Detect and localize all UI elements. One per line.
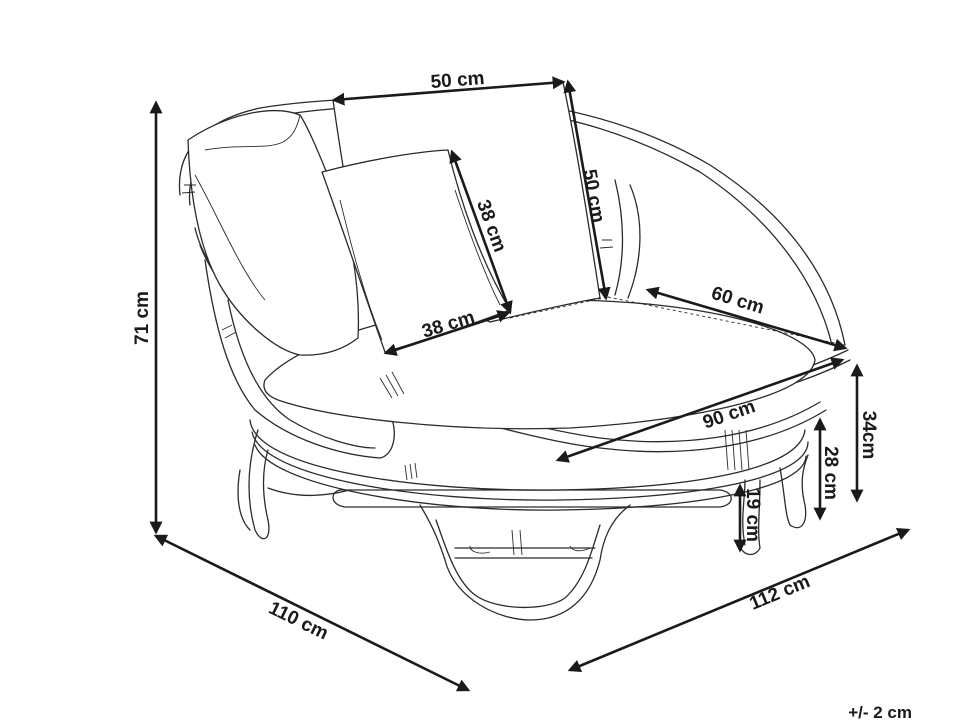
- dim-line-pillow-height: [449, 149, 513, 315]
- left-back-cushion: [187, 110, 360, 356]
- dim-line-back-cushion-width: [331, 76, 566, 106]
- label-seat-height-mid: 28 cm: [820, 446, 841, 500]
- label-seat-height-top: 34cm: [858, 411, 879, 460]
- dimension-lines: [149, 76, 911, 692]
- dim-line-width: [567, 527, 911, 673]
- dim-line-seat-depth: [645, 286, 848, 352]
- label-total-height: 71 cm: [132, 291, 153, 345]
- label-seat-depth: 60 cm: [709, 283, 767, 319]
- dim-line-back-cushion-height: [563, 79, 611, 301]
- dim-line-pillow-width: [383, 310, 511, 356]
- label-depth: 110 cm: [265, 598, 331, 645]
- label-width: 112 cm: [747, 571, 814, 615]
- dim-line-depth: [153, 534, 471, 692]
- label-base-height: 19 cm: [742, 488, 763, 542]
- label-back-cushion-width: 50 cm: [430, 68, 485, 93]
- label-tolerance: +/- 2 cm: [848, 703, 912, 722]
- dim-line-seat-diameter: [555, 357, 845, 463]
- chair-base: [237, 429, 809, 621]
